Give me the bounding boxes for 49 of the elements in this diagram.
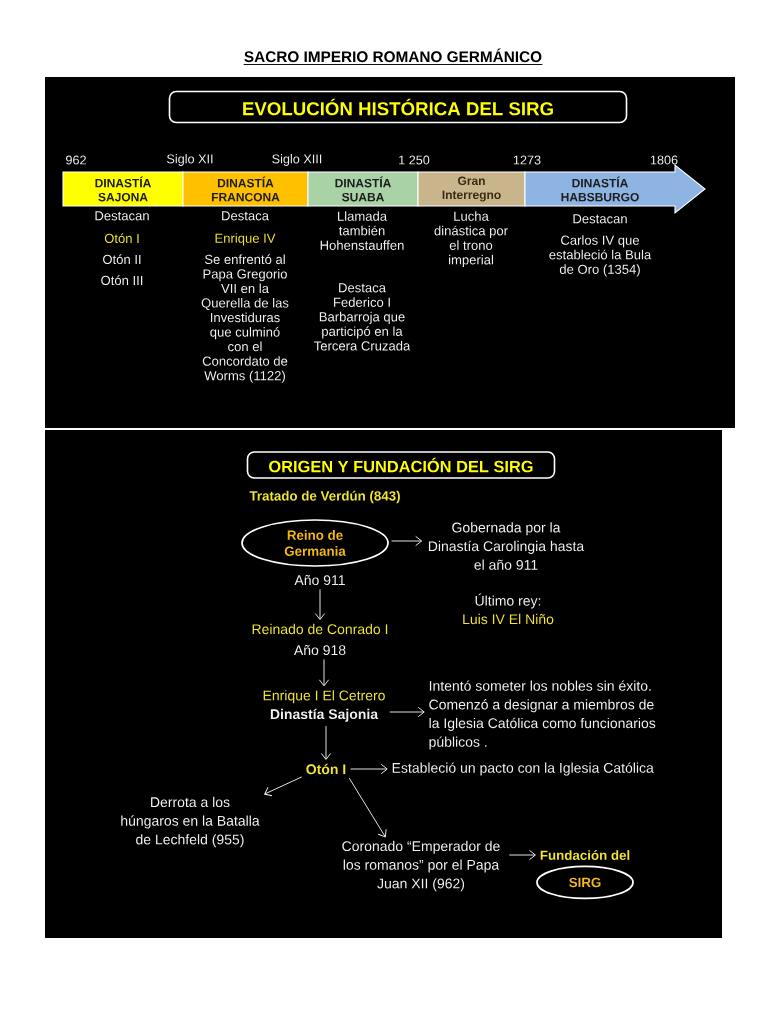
arrow	[508, 849, 536, 861]
note-text: Último rey:	[475, 593, 541, 609]
timeline-segment: Gran Interregno	[417, 171, 526, 207]
event-text: Otón I	[306, 763, 346, 775]
timeline-segment: DINASTÍA SAJONA	[62, 171, 184, 207]
note-text: Lucha dinástica por el trono imperial	[434, 211, 508, 268]
timeline-segment: DINASTÍA FRANCONA	[182, 171, 309, 207]
arrow	[264, 776, 303, 797]
note-text: Llamada también Hohenstauffen	[320, 211, 404, 250]
note-text: Se enfrentó al Papa Gregorio VII en la Querella de las Investiduras que culminó con el Concordato de Worms (1122)	[201, 254, 289, 383]
note-text: Enrique IV	[215, 233, 276, 246]
event-text: Reinado de Conrado I	[252, 623, 388, 635]
arrow	[314, 588, 326, 620]
note-text: Destaca Federico I Barbarroja que participó en la Tercera Cruzada	[314, 283, 411, 351]
arrow	[391, 535, 423, 547]
ellipse-node: SIRG	[536, 865, 634, 900]
event-text: Intentó someter los nobles sin éxito. Comenzó a designar a miembros de la Iglesia Católica como funcionarios públicos .	[429, 680, 656, 750]
arrow	[350, 763, 388, 775]
event-text: Coronado “Emperador de los romanos” por el Papa Juan XII (962)	[342, 840, 500, 892]
note-text: Destaca	[222, 211, 269, 221]
year-label: Siglo XII	[167, 154, 213, 166]
heading-box: EVOLUCIÓN HISTÓRICA DEL SIRG	[168, 90, 628, 124]
note-text: Otón II	[103, 254, 141, 264]
year-label: Siglo XIII	[272, 154, 322, 166]
heading-box: ORIGEN Y FUNDACIÓN DEL SIRG	[246, 451, 556, 479]
year-label: 1273	[513, 155, 541, 165]
note-text: Otón III	[101, 275, 143, 285]
arrow	[389, 706, 425, 718]
arrow	[320, 725, 332, 760]
subheading-text: Tratado de Verdún (843)	[249, 490, 400, 504]
note-text: Carlos IV que estableció la Bula de Oro (1354)	[549, 235, 652, 277]
page-title: SACRO IMPERIO ROMANO GERMÁNICO	[243, 48, 543, 65]
arrow	[348, 777, 387, 838]
node-heading: Fundación del	[540, 850, 630, 860]
timeline-segment: DINASTÍA SUABA	[307, 171, 419, 207]
note-text: Luis IV El Niño	[463, 613, 554, 625]
note-text: Destacan	[95, 211, 149, 221]
ellipse-node: Reino de Germania	[241, 519, 389, 567]
year-label: 1 250	[399, 155, 430, 165]
note-text: Otón I	[104, 233, 139, 243]
event-text: Estableció un pacto con la Iglesia Católica	[392, 762, 654, 776]
event-text: Gobernada por la Dinastía Carolingia hasta el año 911	[428, 522, 585, 570]
year-label: 1806	[650, 155, 678, 165]
event-text: Derrota a los húngaros en la Batalla de Lechfeld (955)	[121, 796, 260, 848]
event-text: Año 911	[294, 574, 345, 586]
event-text: Enrique I El Cetrero Dinastía Sajonia	[263, 690, 385, 722]
arrow	[318, 658, 330, 687]
event-text: Año 918	[293, 644, 346, 656]
note-text: Destacan	[573, 214, 627, 224]
